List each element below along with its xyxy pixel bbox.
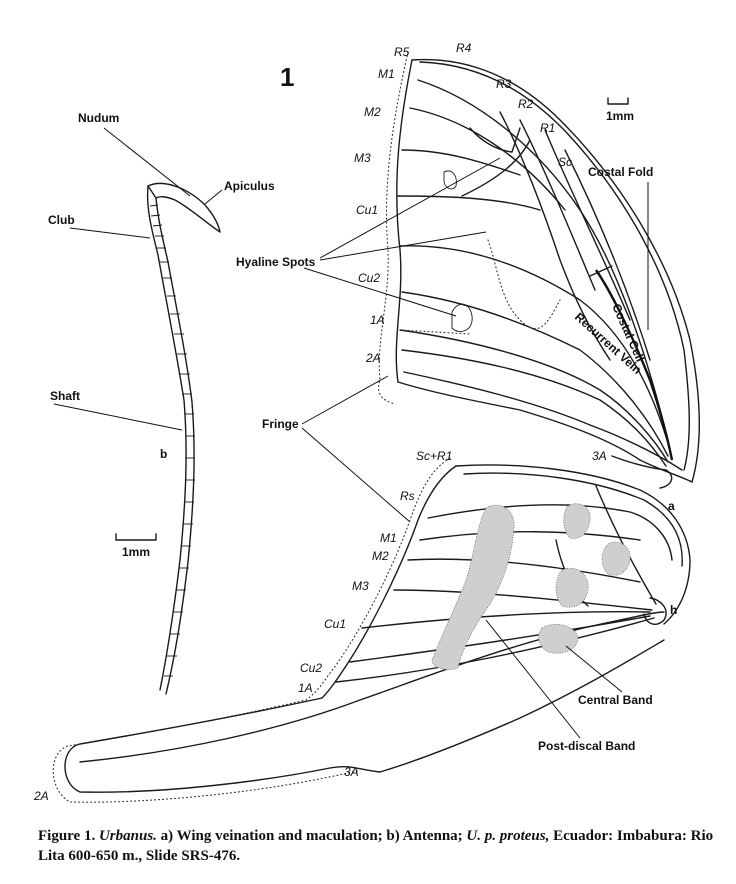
hw-vein-m1: M1: [380, 531, 397, 545]
vein-cu1: Cu1: [356, 203, 378, 217]
vein-cu2: Cu2: [358, 271, 380, 285]
forewing-a-label: a: [668, 499, 675, 513]
hindwing-tail-outer: [64, 697, 331, 793]
hindwing-base: [643, 597, 667, 625]
hindwing-inner-margin: [329, 639, 665, 773]
nudum-leader: [103, 127, 191, 197]
hw-vein-2a: 2A: [33, 789, 49, 803]
band-spot-3: [555, 567, 589, 608]
hw-vein-cu1: Cu1: [324, 617, 346, 631]
hyaline-spot-m3: [443, 170, 457, 190]
apiculus-label: Apiculus: [224, 179, 275, 193]
forewing-base: [611, 455, 673, 489]
vein-m1: M1: [378, 67, 395, 81]
hindwing-costa-inner: [463, 472, 683, 567]
hindwing: [52, 457, 691, 803]
hw-vein-rs: Rs: [400, 489, 415, 503]
costal-fold-label: Costal Fold: [588, 165, 653, 179]
forewing-veins: [397, 79, 671, 467]
antenna-club-head: [147, 182, 221, 233]
hw-vein-m2: M2: [372, 549, 389, 563]
hindwing-costa: [455, 464, 691, 625]
forewing-costa: [411, 58, 701, 483]
vein-2a: 2A: [365, 351, 381, 365]
hyaline-spot-cu2: [451, 303, 473, 332]
caption-prefix: Figure 1.: [38, 828, 99, 844]
shaft-label: Shaft: [50, 389, 80, 403]
caption-part2: Ecuador: Imbabura: Rio Lita 600-650 m., …: [38, 828, 714, 864]
vein-r4: R4: [456, 41, 472, 55]
central-band-label: Central Band: [578, 693, 653, 707]
wing-scale-bar: [607, 97, 629, 105]
club-label: Club: [48, 213, 75, 227]
costal-fold-tick: [589, 265, 613, 277]
vein-r1: R1: [540, 121, 555, 135]
band-spot-1: [563, 503, 591, 539]
vein-r2: R2: [518, 97, 534, 111]
hindwing-fringe: [52, 457, 451, 803]
vein-1a: 1A: [370, 313, 385, 327]
hindwing-tail-vein: [79, 611, 665, 763]
hyaline-spots-label: Hyaline Spots: [236, 255, 316, 269]
caption-species: U. p. proteus,: [466, 828, 550, 844]
antenna-shaft-left: [146, 185, 187, 691]
forewing-costa-inner: [419, 61, 690, 471]
postdiscal-band-leader: [485, 619, 581, 739]
forewing: [377, 51, 701, 489]
shaft-leader: [53, 403, 183, 431]
antenna-shaft-right: [155, 197, 195, 695]
hw-vein-scr1: Sc+R1: [416, 449, 452, 463]
figure-number: 1: [280, 62, 294, 92]
vein-m2: M2: [364, 105, 381, 119]
forewing-spot-outline: [487, 239, 561, 330]
hindwing-outer-margin: [321, 465, 457, 699]
postdiscal-band-label: Post-discal Band: [538, 739, 635, 753]
caption-genus: Urbanus.: [98, 828, 157, 844]
vein-sc: Sc: [558, 155, 572, 169]
caption-part1: a) Wing veination and maculation; b) Ant…: [156, 828, 467, 844]
antenna-scale-label: 1mm: [122, 545, 150, 559]
postdiscal-band-shape: [431, 504, 515, 670]
hw-vein-m3: M3: [352, 579, 369, 593]
vein-3a-forewing: 3A: [592, 449, 607, 463]
hw-vein-3a: 3A: [344, 765, 359, 779]
antenna-segments: [149, 204, 195, 677]
central-band-leader: [565, 645, 623, 693]
hindwing-veins: [335, 485, 673, 683]
vein-r3: R3: [496, 77, 512, 91]
wing-diagram: 1 Nudum Apiculus Club Shaft b 1mm 1mm: [33, 41, 701, 803]
hw-vein-cu2: Cu2: [300, 661, 322, 675]
wing-scale-label: 1mm: [606, 109, 634, 123]
band-spot-2: [601, 541, 631, 576]
figure-caption: Figure 1. Urbanus. a) Wing veination and…: [38, 826, 728, 866]
vein-1a-dotted: [399, 329, 471, 335]
apiculus-leader: [204, 189, 223, 205]
hyaline-spots-leaders: [303, 157, 501, 317]
fringe-label: Fringe: [262, 417, 299, 431]
antenna-scale-bar: [115, 533, 157, 541]
antenna-b-label: b: [160, 447, 167, 461]
fringe-leaders: [301, 375, 411, 523]
vein-m3: M3: [354, 151, 371, 165]
club-leader: [69, 227, 151, 239]
hindwing-h-label: h: [670, 603, 677, 617]
antenna: [53, 127, 223, 695]
costal-fold-line: [595, 269, 674, 461]
central-band-shape: [538, 624, 579, 654]
forewing-outer-margin: [395, 59, 413, 383]
nudum-label: Nudum: [78, 111, 119, 125]
vein-r5: R5: [394, 45, 410, 59]
forewing-inner-margin-2: [403, 371, 683, 471]
hw-vein-1a: 1A: [298, 681, 313, 695]
